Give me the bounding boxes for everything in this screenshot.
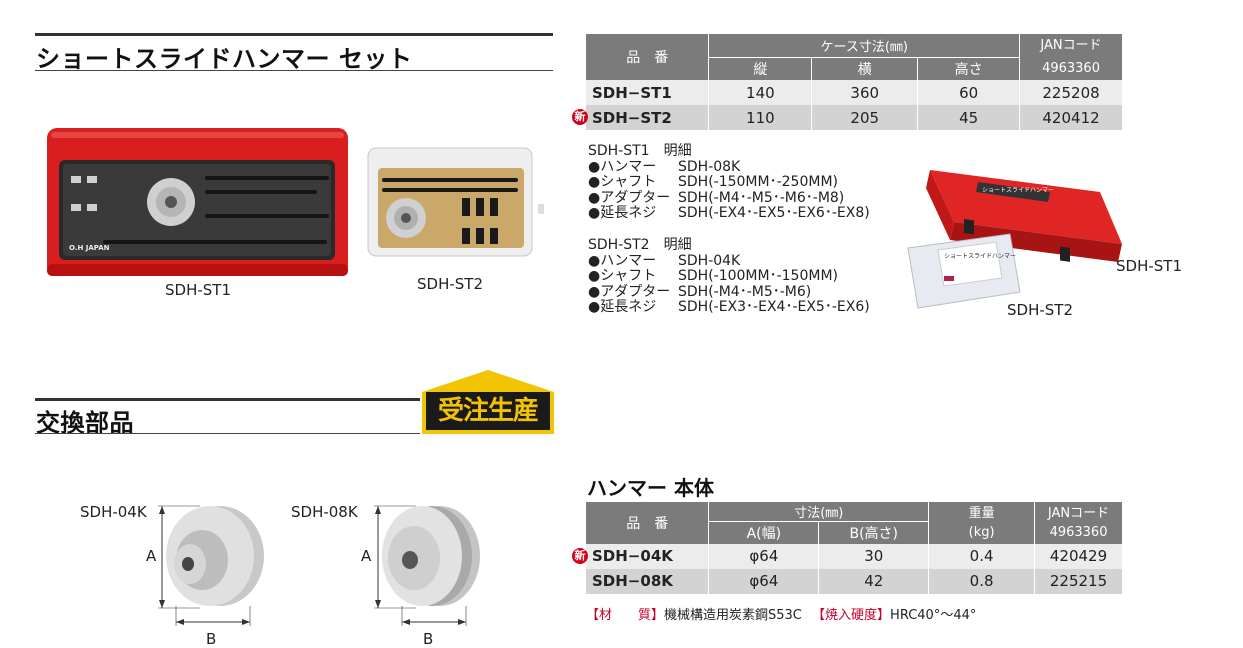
cell-b: 30 bbox=[818, 543, 930, 569]
svg-text:ショートスライドハンマー: ショートスライドハンマー bbox=[982, 187, 1054, 194]
cell-jan: 420412 bbox=[1019, 105, 1123, 130]
part-label-04k: SDH-04K bbox=[80, 503, 147, 521]
header-jan: JANコード bbox=[1034, 502, 1123, 522]
cell-a: φ64 bbox=[708, 543, 820, 569]
sdh-st2-case-photo bbox=[367, 147, 544, 257]
new-badge: 新 bbox=[572, 109, 588, 125]
header-jan-prefix: 4963360 bbox=[1019, 57, 1123, 80]
cell-b: 42 bbox=[818, 568, 930, 594]
package-label-st2: SDH-ST2 bbox=[1007, 301, 1073, 319]
new-badge: 新 bbox=[572, 547, 588, 564]
hammer-section-title: ハンマー 本体 bbox=[587, 476, 714, 500]
table-row: SDH−08K φ64 42 0.8 225215 bbox=[586, 568, 1123, 594]
title-rule-top bbox=[35, 33, 553, 36]
sdh-st1-case-photo: O.H JAPAN bbox=[47, 128, 348, 276]
header-weight-unit: (kg) bbox=[928, 521, 1036, 544]
cell-vert: 140 bbox=[708, 80, 813, 105]
cell-horiz: 360 bbox=[811, 80, 919, 105]
sdh-st1-photo-label: SDH-ST1 bbox=[165, 281, 231, 299]
cell-height: 60 bbox=[917, 80, 1021, 105]
header-b: B(高さ) bbox=[818, 521, 930, 544]
header-vert: 縦 bbox=[708, 57, 813, 80]
material-value: 機械構造用炭素鋼S53C bbox=[664, 608, 802, 623]
svg-text:O.H JAPAN: O.H JAPAN bbox=[69, 244, 110, 252]
header-a: A(幅) bbox=[708, 521, 820, 544]
package-photos: ショートスライドハンマー ショートスライドハンマー bbox=[907, 170, 1122, 309]
header-jan: JANコード bbox=[1019, 34, 1123, 57]
cell-jan: 420429 bbox=[1034, 543, 1123, 569]
made-to-order-badge: 受注生産 bbox=[422, 370, 554, 434]
cell-weight: 0.4 bbox=[928, 543, 1036, 569]
cell-weight: 0.8 bbox=[928, 568, 1036, 594]
dim-b-04k: B bbox=[206, 630, 217, 648]
detail-title: SDH-ST1 明細 bbox=[588, 143, 692, 159]
header-part-no: 品 番 bbox=[586, 502, 710, 544]
part-number: SDH−ST1 bbox=[586, 80, 710, 105]
hardness-value: HRC40°～44° bbox=[890, 608, 977, 623]
detail-title: SDH-ST2 明細 bbox=[588, 237, 692, 253]
set-section-title: ショートスライドハンマー セット bbox=[36, 45, 413, 73]
material-note: 【材 質】機械構造用炭素鋼S53C 【焼入硬度】HRC40°～44° bbox=[586, 604, 976, 623]
dim-a-04k: A bbox=[146, 547, 157, 565]
part-drawing-04k bbox=[158, 505, 264, 626]
badge-shape bbox=[422, 370, 554, 434]
header-case-size: ケース寸法(㎜) bbox=[708, 34, 1021, 58]
svg-text:ショートスライドハンマー: ショートスライドハンマー bbox=[944, 253, 1016, 260]
header-size: 寸法(㎜) bbox=[708, 502, 930, 522]
package-label-st1: SDH-ST1 bbox=[1116, 257, 1182, 275]
header-weight: 重量 bbox=[928, 502, 1036, 522]
parts-title-rule-top bbox=[35, 398, 420, 401]
set-spec-table: 品 番 ケース寸法(㎜) JANコード 縦 横 高さ 4963360 SDH−S… bbox=[572, 34, 1123, 130]
material-label: 【材 質】 bbox=[586, 608, 665, 623]
title-rule-bottom bbox=[35, 70, 553, 71]
dim-b-08k: B bbox=[423, 630, 434, 648]
cell-horiz: 205 bbox=[811, 105, 919, 130]
table-row: SDH−ST1 140 360 60 225208 bbox=[586, 80, 1123, 105]
header-height: 高さ bbox=[917, 57, 1021, 80]
header-jan-prefix: 4963360 bbox=[1034, 521, 1123, 544]
part-number: SDH−08K bbox=[586, 568, 710, 594]
cell-jan: 225208 bbox=[1019, 80, 1123, 105]
cell-vert: 110 bbox=[708, 105, 813, 130]
dim-a-08k: A bbox=[361, 547, 372, 565]
part-label-08k: SDH-08K bbox=[291, 503, 358, 521]
cell-jan: 225215 bbox=[1034, 568, 1123, 594]
header-horiz: 横 bbox=[811, 57, 919, 80]
header-part-no: 品 番 bbox=[586, 34, 710, 80]
parts-section-title: 交換部品 bbox=[36, 409, 134, 437]
cell-height: 45 bbox=[917, 105, 1021, 130]
badge-text: 受注生産 bbox=[437, 396, 539, 426]
parts-title-rule-bottom bbox=[35, 433, 420, 434]
cell-a: φ64 bbox=[708, 568, 820, 594]
sdh-st2-photo-label: SDH-ST2 bbox=[417, 275, 483, 293]
hammer-spec-table: 品 番 寸法(㎜) 重量 JANコード A(幅) B(高さ) (kg) 4963… bbox=[572, 502, 1123, 594]
hardness-label: 【焼入硬度】 bbox=[812, 608, 891, 623]
part-drawing-08k bbox=[374, 505, 480, 626]
